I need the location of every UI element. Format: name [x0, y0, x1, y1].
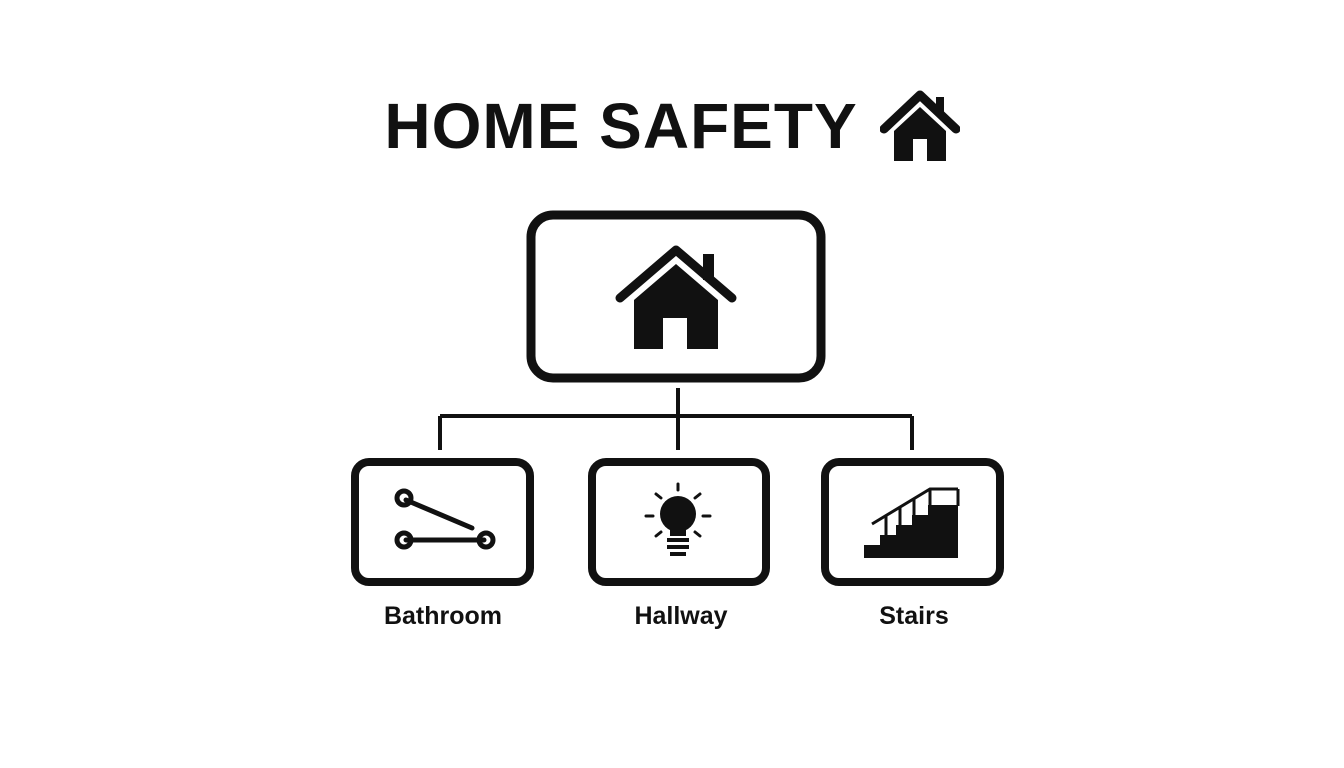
child-node-bathroom — [351, 458, 534, 586]
stairs-railing-icon — [864, 487, 960, 558]
title-row: HOME SAFETY — [0, 86, 1344, 166]
child-node-hallway — [588, 458, 770, 586]
root-node — [526, 210, 826, 383]
label-hallway: Hallway — [634, 602, 728, 630]
diagram-title: HOME SAFETY — [384, 90, 858, 162]
grab-bar-icon — [394, 488, 496, 550]
label-stairs: Stairs — [879, 602, 949, 630]
connector-lines — [438, 388, 914, 450]
light-bulb-icon — [644, 482, 712, 556]
child-node-stairs — [821, 458, 1004, 586]
house-chimney-icon — [615, 245, 737, 349]
label-bathroom: Bathroom — [383, 602, 503, 630]
house-icon — [879, 90, 960, 161]
